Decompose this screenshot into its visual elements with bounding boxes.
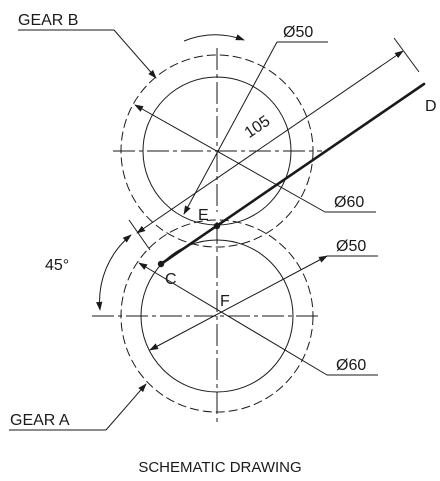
point-e-label: E xyxy=(198,207,209,224)
length-extension-line-d xyxy=(393,37,420,73)
gear-b-rotation-arrow xyxy=(183,34,245,42)
drawing-caption: SCHEMATIC DRAWING xyxy=(138,459,301,476)
point-d-label: D xyxy=(425,98,437,115)
gear-a-name-label: GEAR A xyxy=(10,412,70,429)
point-c-marker xyxy=(157,260,165,268)
gear-b xyxy=(113,34,322,248)
gear-a-name-leader xyxy=(105,383,147,431)
gear-a-inner-diameter-line xyxy=(149,255,328,351)
length-dimension-label: 105 xyxy=(242,113,274,142)
gear-b-outer-diameter-label: Ø60 xyxy=(334,194,364,211)
point-f-label: F xyxy=(220,293,230,310)
angle-label: 45° xyxy=(45,257,69,274)
gear-b-name-leader xyxy=(113,29,157,79)
angle-arc xyxy=(96,234,132,311)
gear-a-inner-diameter-label: Ø50 xyxy=(336,238,366,255)
link-arm-cd xyxy=(159,82,426,266)
gear-a xyxy=(92,219,322,425)
gear-b-outer-diameter-line xyxy=(134,104,326,213)
point-e-marker xyxy=(213,222,221,230)
gear-b-name-label: GEAR B xyxy=(18,12,78,29)
point-c-label: C xyxy=(165,271,177,288)
length-extension-line-c xyxy=(128,219,151,251)
gear-a-outer-diameter-line xyxy=(138,262,328,376)
length-dimension-line xyxy=(136,50,404,234)
gear-b-inner-diameter-label: Ø50 xyxy=(283,24,313,41)
gear-a-outer-diameter-label: Ø60 xyxy=(336,357,366,374)
